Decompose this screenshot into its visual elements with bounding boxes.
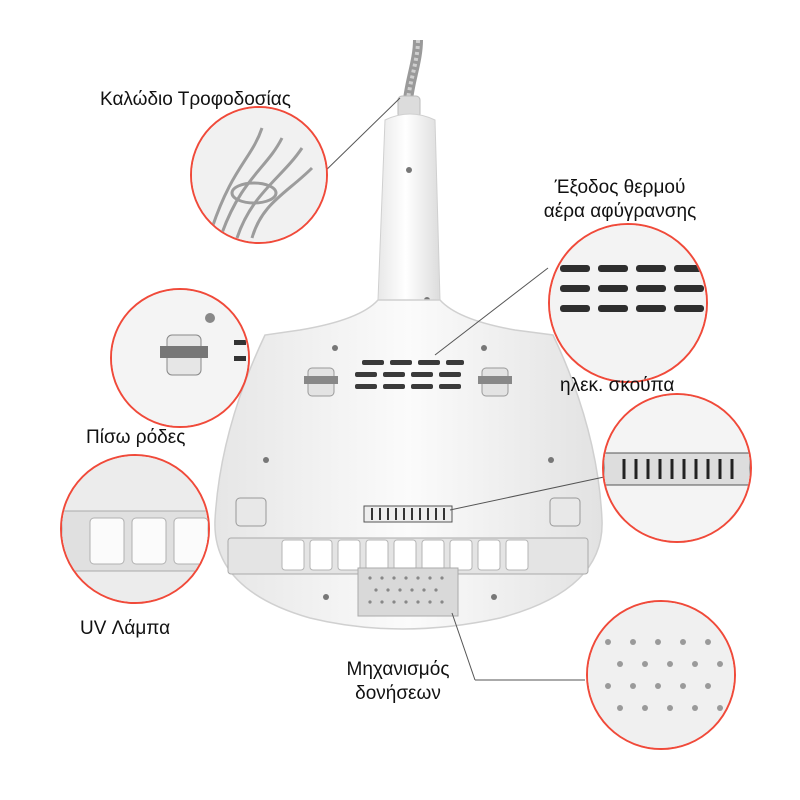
label-vibration-line2: δονήσεων: [355, 683, 441, 704]
detail-circle-uv-lamp: [60, 454, 210, 604]
rear-wheel-left: [304, 367, 338, 397]
detail-circle-rear-wheels: [110, 288, 250, 428]
handle: [377, 113, 441, 311]
label-hot-air-outlet-line2: αέρα αφύγρανσης: [543, 201, 697, 222]
leader-lines: [317, 97, 605, 681]
uv-lamp-detail-icon: [62, 456, 208, 602]
vent-detail-icon: [550, 225, 706, 381]
vibration-detail-icon: [588, 602, 734, 748]
rear-wheel-right: [478, 367, 512, 397]
label-vibration: Μηχανισμός δονήσεων: [318, 658, 478, 706]
label-vacuum: ηλεκ. σκούπα: [560, 375, 675, 396]
power-cord: [397, 39, 423, 119]
vent-grille: [355, 360, 464, 389]
label-rear-wheels: Πίσω ρόδες: [86, 427, 186, 448]
brush-detail-icon: [604, 395, 750, 541]
device-body: [214, 299, 603, 630]
label-hot-air-outlet-line1: Έξοδος θερμού: [554, 177, 686, 198]
wheel-detail-icon: [112, 290, 248, 426]
detail-circle-vacuum: [602, 393, 752, 543]
detail-circle-vibration: [586, 600, 736, 750]
label-uv-lamp: UV Λάμπα: [80, 618, 171, 639]
detail-circle-power-cord: [190, 106, 328, 244]
label-vibration-line1: Μηχανισμός: [346, 659, 450, 680]
power-cord-detail-icon: [192, 108, 326, 242]
label-power-cord: Καλώδιο Τροφοδοσίας: [100, 89, 291, 110]
label-hot-air-outlet: Έξοδος θερμού αέρα αφύγρανσης: [520, 176, 720, 224]
detail-circle-hot-air: [548, 223, 708, 383]
